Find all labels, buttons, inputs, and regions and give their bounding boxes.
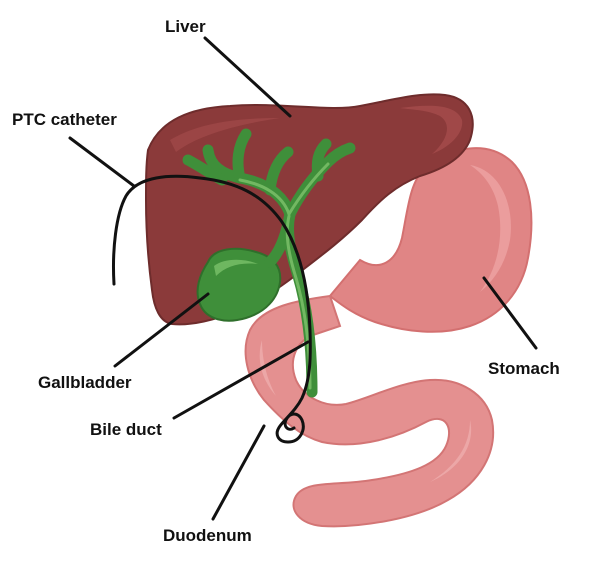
leader-gallbladder <box>113 292 210 368</box>
ptc-catheter <box>112 174 312 444</box>
leader-bile-duct <box>172 340 310 420</box>
label-bile-duct: Bile duct <box>90 420 162 439</box>
leader-stomach <box>482 276 538 350</box>
label-gallbladder: Gallbladder <box>38 373 132 392</box>
label-liver: Liver <box>165 17 206 36</box>
leader-ptc-catheter <box>68 136 136 188</box>
leader-lines <box>68 36 538 521</box>
leader-liver <box>203 36 292 118</box>
leader-duodenum <box>211 424 266 521</box>
label-duodenum: Duodenum <box>163 526 252 545</box>
label-stomach: Stomach <box>488 359 560 378</box>
stomach <box>328 147 533 333</box>
label-ptc-catheter: PTC catheter <box>12 110 117 129</box>
